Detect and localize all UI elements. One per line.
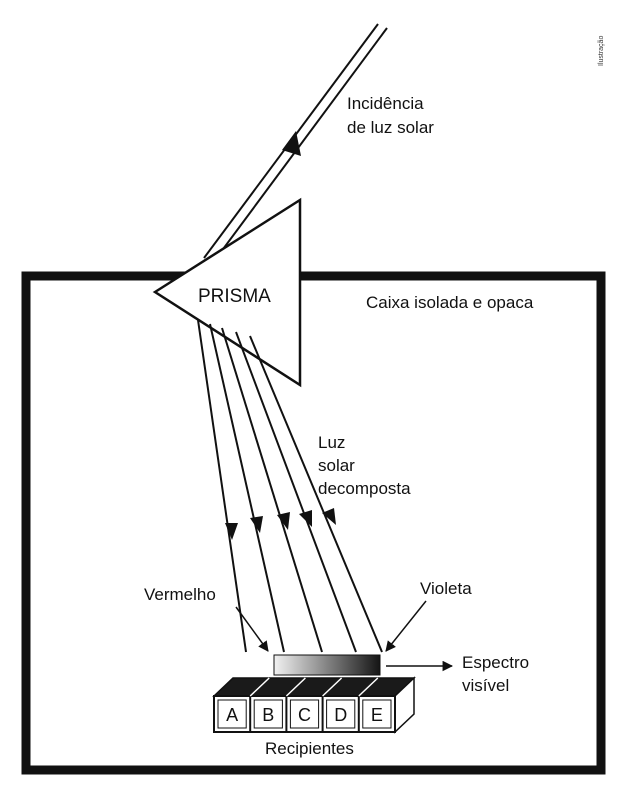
visible-spectrum-strip (273, 654, 381, 676)
ray-2 (209, 323, 285, 653)
ray-arrow-5 (322, 508, 336, 525)
ray-arrow-4 (299, 510, 312, 527)
containers-row: A B C D E (212, 676, 416, 734)
decomposed-label-line-1: Luz (318, 433, 345, 452)
container-label-b: B (262, 705, 274, 725)
container-top-divider (322, 677, 343, 697)
spectrum-label-line-1: Espectro (462, 653, 529, 672)
box-label: Caixa isolada e opaca (366, 293, 534, 312)
ray-1 (197, 319, 247, 653)
container-d (326, 699, 356, 729)
violet-label: Violeta (420, 579, 472, 598)
ray-arrow-3 (277, 512, 290, 530)
ray-arrow-2 (250, 516, 263, 533)
decomposed-light-rays (197, 319, 383, 653)
containers-front-face (213, 695, 396, 733)
container-label-c: C (298, 705, 311, 725)
incidence-label-line-1: Incidência (347, 94, 424, 113)
container-top-divider (249, 677, 270, 697)
container-b (253, 699, 283, 729)
container-label-a: A (226, 705, 238, 725)
container-e (362, 699, 392, 729)
ray-arrow-1 (225, 523, 238, 540)
opaque-box-frame (21, 271, 606, 775)
red-label: Vermelho (144, 585, 216, 604)
decomposed-label-line-2: solar (318, 456, 355, 475)
incoming-direction-arrow (282, 131, 301, 156)
spectrum-label-line-2: visível (462, 676, 509, 695)
decomposed-label-line-3: decomposta (318, 479, 411, 498)
container-top-divider (358, 677, 379, 697)
incidence-label-line-2: de luz solar (347, 118, 434, 137)
container-a (217, 699, 247, 729)
ray-3 (221, 327, 323, 653)
container-label-d: D (334, 705, 347, 725)
ray-5 (249, 335, 383, 653)
containers-top-face (212, 677, 416, 697)
red-pointer-line (235, 606, 269, 652)
prism-triangle (152, 197, 302, 388)
violet-pointer-line (385, 600, 427, 652)
container-label-e: E (371, 705, 383, 725)
illustration-credit: Ilustração (598, 36, 605, 66)
prism-label: PRISMA (198, 286, 271, 307)
container-c (289, 699, 320, 729)
incoming-sunlight-beam (203, 23, 388, 265)
ray-4 (235, 331, 357, 653)
containers-label: Recipientes (265, 739, 354, 758)
container-top-divider (285, 677, 306, 697)
